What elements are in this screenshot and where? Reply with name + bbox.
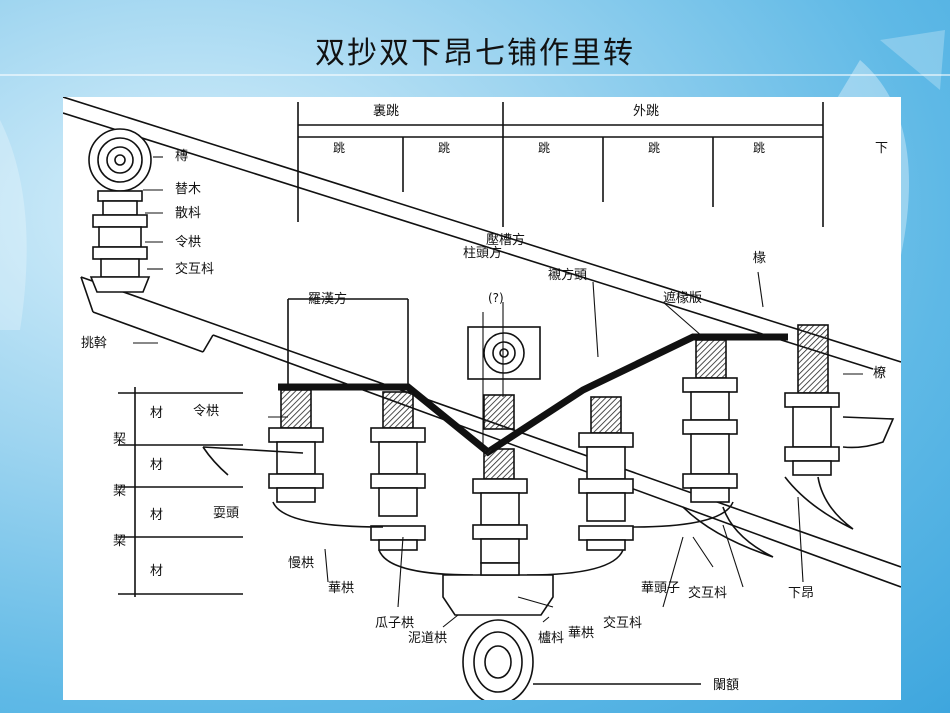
label-tiao-3: 跳 [538,141,550,155]
label-yatuanfang: 壓槽方 [486,232,525,248]
label-guazigong: 瓜子栱 [375,616,414,631]
shield-board-beam [278,333,788,457]
bracket-set-diagram: 裏跳 外跳 下 跳 跳 跳 跳 跳 槫 替木 散枓 令栱 交互枓 挑斡 羅漢方 … [63,97,901,700]
label-tuan: 槫 [175,149,188,164]
page-title: 双抄双下昂七铺作里转 [315,36,635,71]
label-cai-2: 材 [150,458,163,473]
label-tiaowo: 挑斡 [81,335,107,351]
diagram-panel: 裏跳 外跳 下 跳 跳 跳 跳 跳 槫 替木 散枓 令栱 交互枓 挑斡 羅漢方 … [63,97,901,700]
label-tiao-4: 跳 [648,141,660,155]
label-chuan: 椽 [753,251,766,266]
label-luohanfang: 羅漢方 [308,291,347,307]
label-tiao-1: 跳 [333,141,345,155]
column-top-log [462,619,534,700]
label-chenfangtou: 襯方頭 [548,267,587,283]
label-nidaogong: 泥道栱 [408,631,447,646]
label-zhi-1: 栔 [113,432,126,447]
label-zhutoufang: 柱頭方 [463,245,502,261]
label-xiaang: 下昂 [788,586,814,601]
label-mangong: 慢栱 [288,555,314,571]
header-dimensions [297,102,824,227]
label-liaoyan: 橑 [873,365,886,381]
label-linggong-row: 令栱 [193,404,219,419]
label-outer-jump: 外跳 [633,104,659,119]
bracket-columns [268,377,840,564]
title-divider [0,74,950,76]
label-question: (?) [488,291,504,305]
label-jiaohudou3: 交互枓 [688,585,727,601]
label-linggong-left: 令栱 [175,235,201,250]
purlin-log [88,128,152,192]
leader-lines [133,156,863,628]
label-zhi-2: 栔 [113,484,126,499]
label-timu: 替木 [175,182,201,197]
descending-cantilevers [682,476,854,558]
cai-zhi-scale [118,387,243,597]
beam-sections [280,324,829,480]
label-cai-4: 材 [150,564,163,579]
label-lane: 闌額 [713,678,739,693]
label-zheyuanban: 遮椽版 [663,290,702,306]
label-inner-jump: 裏跳 [373,104,399,119]
label-shuatou: 耍頭 [213,506,239,521]
label-huagong2: 華栱 [568,626,594,641]
luohanfang-marker [287,298,409,387]
label-cai-1: 材 [150,406,163,421]
label-ludou: 櫨枓 [538,631,564,646]
label-huatouzi: 華頭子 [641,581,680,596]
left-bracket-stack [89,190,151,293]
main-cap-block [442,562,554,616]
label-jiaohudou-left: 交互枓 [175,261,214,277]
label-tiao-2: 跳 [438,141,450,155]
label-xia: 下 [875,141,888,156]
label-tiao-5: 跳 [753,141,765,155]
label-huagong: 華栱 [328,581,354,596]
label-zhi-3: 栔 [113,534,126,549]
label-sandou: 散枓 [175,206,201,221]
label-jiaohudou2: 交互枓 [603,615,642,631]
rafter [63,97,901,370]
label-cai-3: 材 [150,508,163,523]
